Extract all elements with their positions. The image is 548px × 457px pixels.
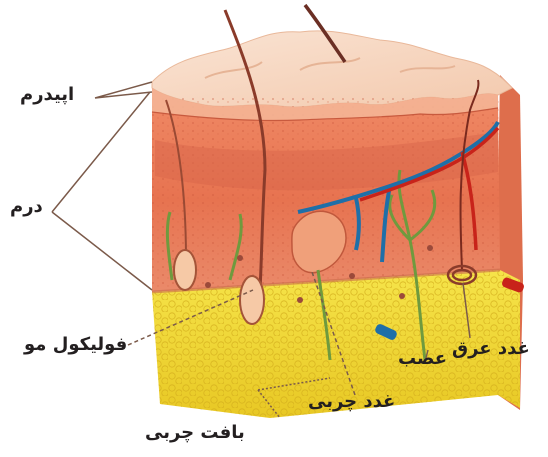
label-sebaceous-gland: غدد چربی [308, 393, 395, 411]
hair-follicle-1 [240, 276, 264, 324]
label-fat-tissue: بافت چربی [145, 424, 245, 442]
label-epidermis: اپیدرم [20, 86, 74, 104]
hair-follicle-2 [174, 250, 196, 290]
label-nerve: عصب [398, 350, 447, 368]
label-sweat-gland: غدد عرق [452, 340, 530, 358]
label-hair-follicle: فولیکول مو [24, 336, 127, 354]
label-dermis: درم [10, 198, 43, 216]
